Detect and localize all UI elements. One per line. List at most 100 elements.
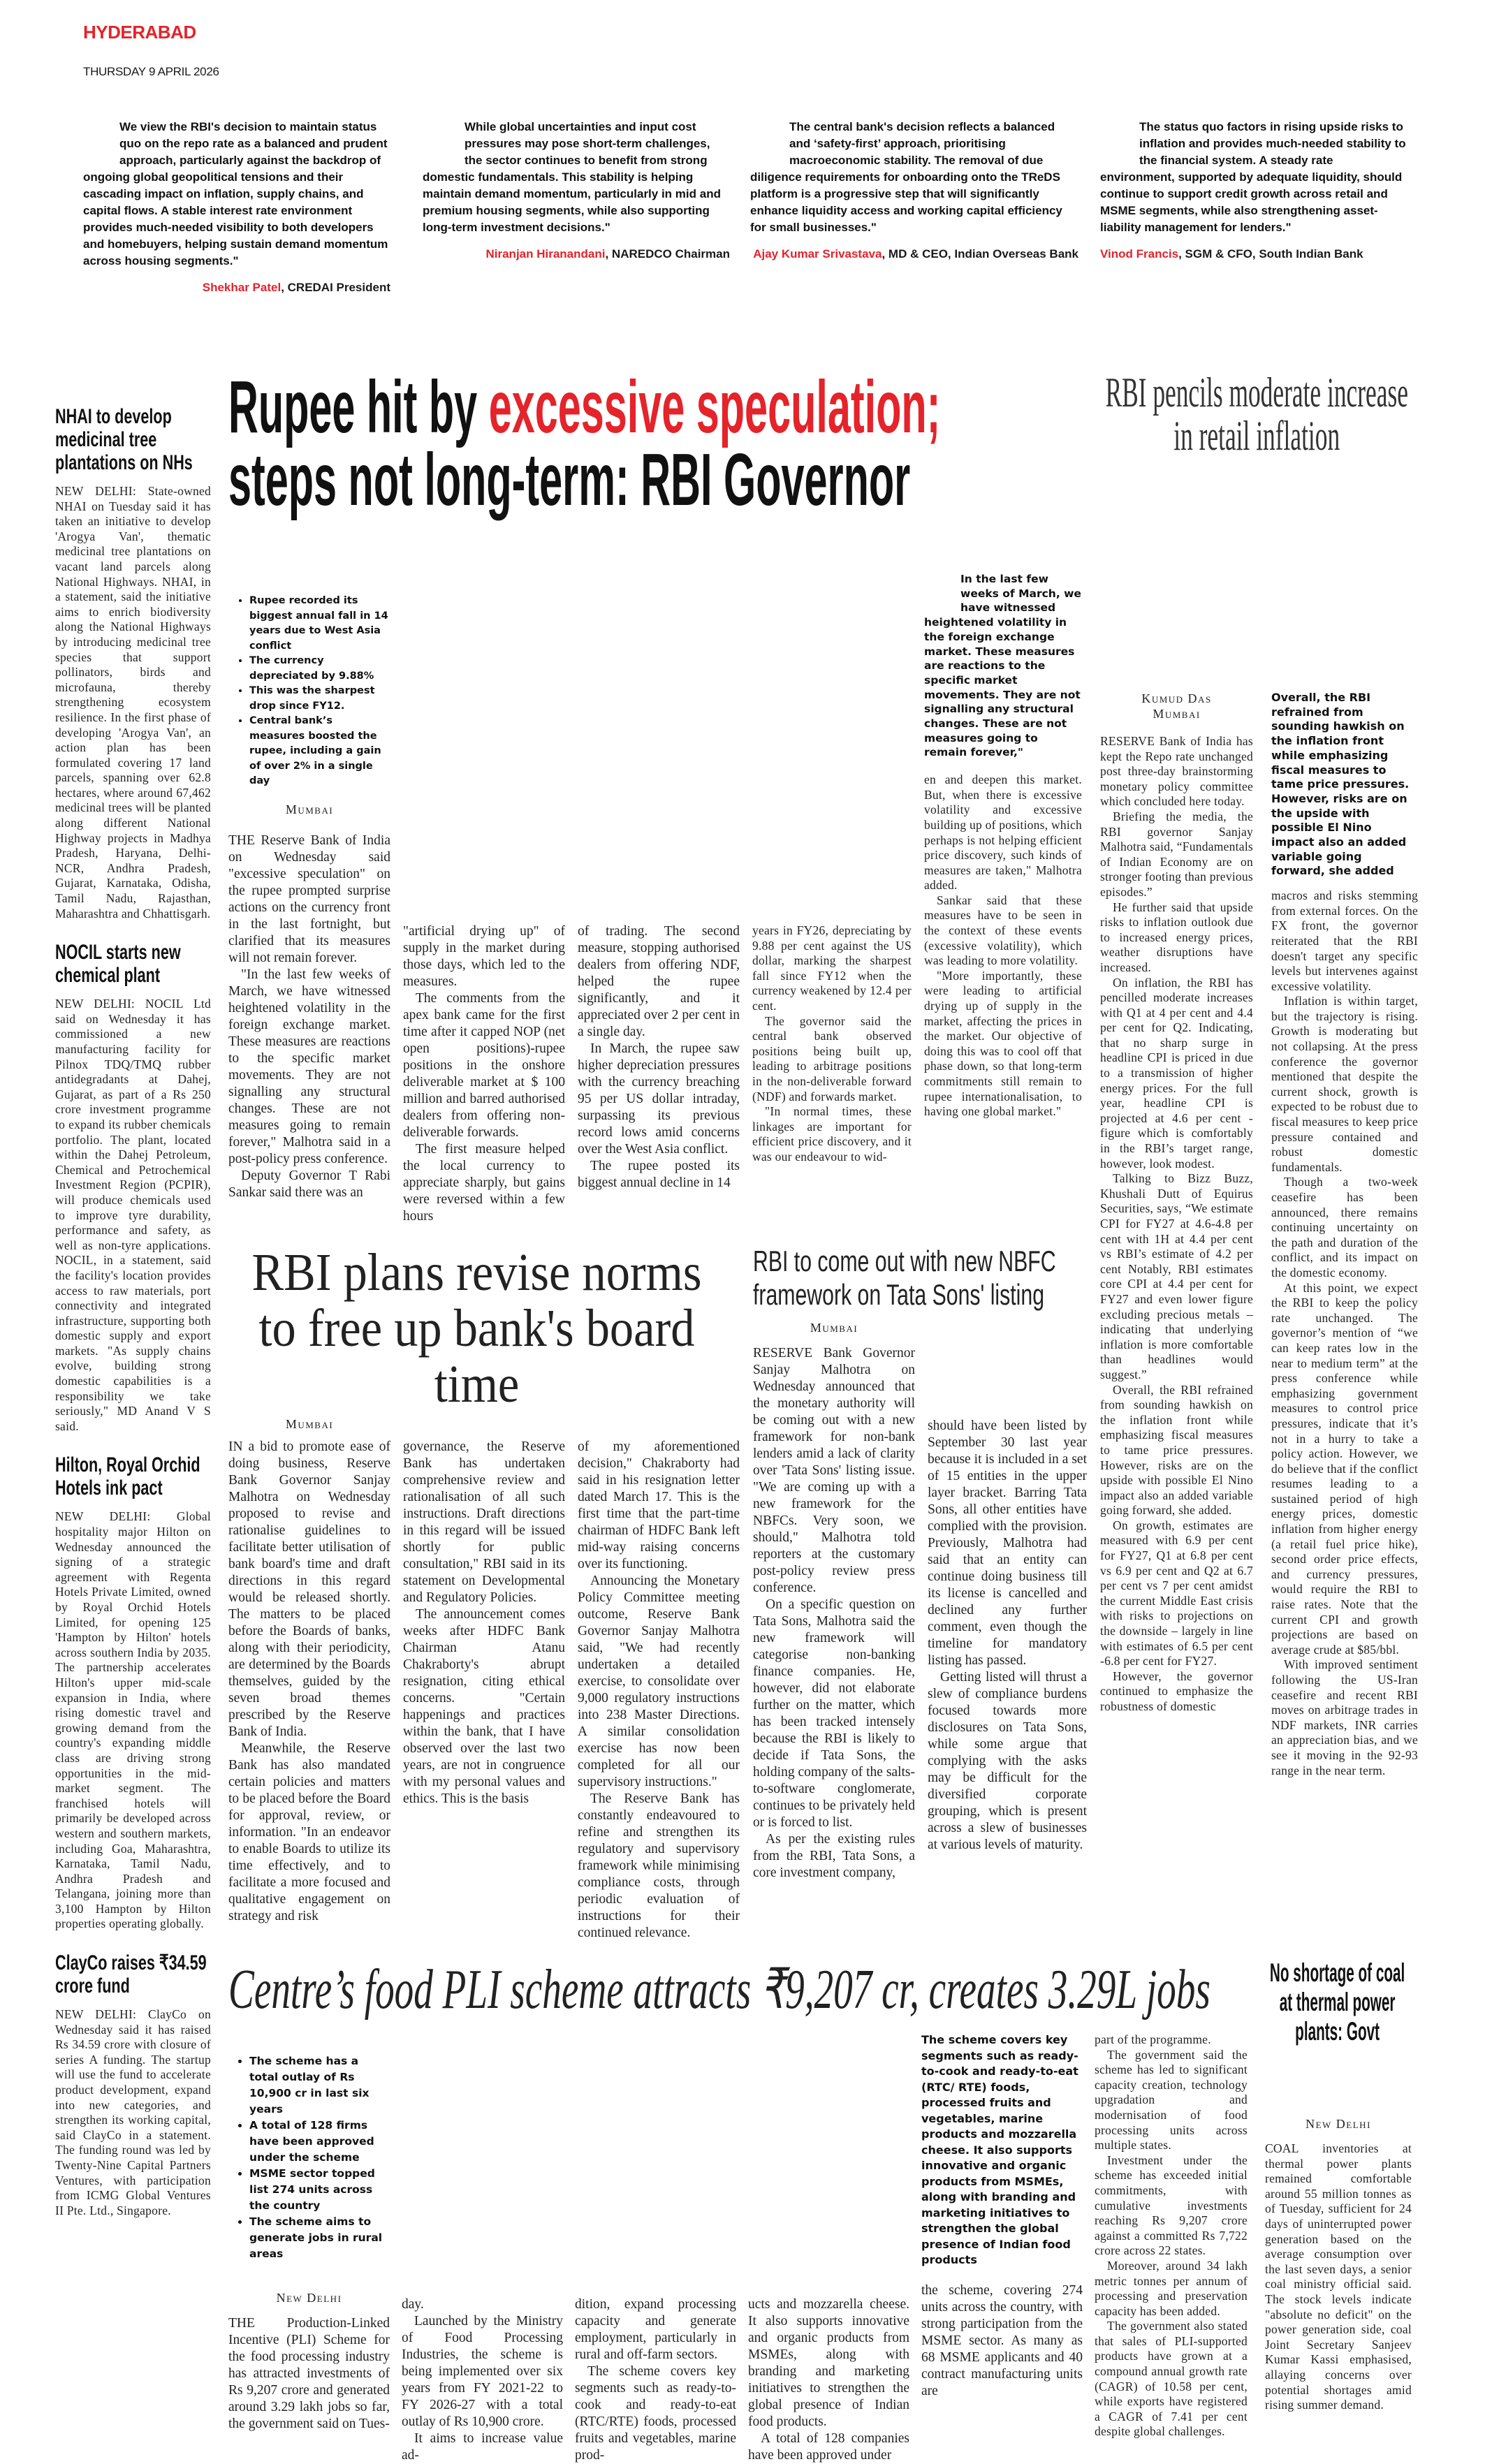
brief-item: NHAI to develop medicinal tree plantatio… [55,405,211,921]
paragraph: The government also stated that sales of… [1095,2319,1248,2439]
pli-story: Centre’s food PLI scheme attracts ₹9,207… [228,1958,1248,2464]
article-column: RESERVE Bank Governor Sanjay Malhotra on… [753,1345,915,1882]
article-column: of trading. The second measure, stopping… [578,923,740,1191]
inflation-headline: RBI pencils moderate increase in retail … [1105,369,1408,459]
quote-attribution-3: Ajay Kumar Srivastava, MD & CEO, Indian … [750,246,1078,263]
pli-headline: Centre’s food PLI scheme attracts ₹9,207… [228,1959,1211,2021]
article-column: THE Production-Linked Incentive (PLI) Sc… [228,2315,390,2433]
paragraph: THE Reserve Bank of India on Wednesday s… [228,833,390,965]
paragraph: macros and risks stemming from external … [1271,888,1418,993]
brief-item: Hilton, Royal Orchid Hotels ink pact NEW… [55,1453,211,1932]
paragraph: Getting listed will thrust a slew of com… [928,1670,1087,1852]
paragraph: Moreover, around 34 lakh metric tonnes p… [1095,2258,1248,2318]
quotes-row: We view the RBI's decision to maintain s… [83,119,1492,360]
paragraph: At this point, we expect the RBI to keep… [1271,1280,1418,1657]
paragraph: The government said the scheme has led t… [1095,2047,1248,2153]
quote-text: The central bank's decision reflects a b… [750,120,1062,234]
brief-headline: ClayCo raises ₹34.59 crore fund [55,1951,207,1998]
paragraph: part of the programme. [1095,2032,1211,2046]
article-column: of my aforementioned decision," Chakrabo… [578,1439,740,1942]
quote-name: Niranjan Hiranandani [485,247,606,261]
paragraph: NEW DELHI: State-owned NHAI on Tuesday s… [55,484,211,921]
paragraph: Though a two-week ceasefire has been ann… [1271,1175,1418,1279]
paragraph: Inflation is within target, but the traj… [1271,994,1418,1174]
highlight-bullet: The scheme aims to generate jobs in rura… [249,2214,390,2262]
paragraph: Talking to Bizz Buzz, Khushali Dutt of E… [1100,1171,1253,1381]
edition-city: HYDERABAD [83,22,196,43]
dateline: New Delhi [1306,2117,1371,2131]
paragraph: However, the governor continued to empha… [1100,1669,1253,1713]
brief-item: ClayCo raises ₹34.59 crore fund NEW DELH… [55,1951,211,2218]
brief-body: NEW DELHI: State-owned NHAI on Tuesday s… [55,484,211,921]
quote-role: , MD & CEO, Indian Overseas Bank [882,247,1078,261]
headline-text: steps not long-term: RBI Governor [228,439,911,521]
pull-quote: The scheme covers key segments such as r… [921,2033,1078,2266]
rupee-story: Rupee recorded its biggest annual fall i… [228,572,1088,1225]
paragraph: With improved sentiment following the US… [1271,1657,1418,1777]
article-column: IN a bid to promote ease of doing busine… [228,1439,390,1925]
brief-body: NEW DELHI: Global hospitality major Hilt… [55,1509,211,1932]
paragraph: RESERVE Bank of India has kept the Repo … [1100,734,1253,809]
briefs-column: NHAI to develop medicinal tree plantatio… [55,371,211,2238]
quote-block-2: While global uncertainties and input cos… [423,119,730,263]
quote-block-1: We view the RBI's decision to maintain s… [83,119,390,296]
brief-item: NOCIL starts new chemical plant NEW DELH… [55,941,211,1434]
paragraph: Sankar said that these measures have to … [924,893,1082,968]
paragraph: NEW DELHI: NOCIL Ltd said on Wednesday i… [55,997,211,1433]
highlight-bullet: Rupee recorded its biggest annual fall i… [249,594,390,654]
edition-date: THURSDAY 9 APRIL 2026 [83,65,219,78]
paragraph: RESERVE Bank Governor Sanjay Malhotra on… [753,1346,915,1595]
paragraph: NEW DELHI: Global hospitality major Hilt… [55,1509,211,1931]
paragraph: ucts and mozzarella cheese. It also supp… [748,2297,909,2429]
paragraph: In March, the rupee saw higher depreciat… [578,1041,740,1157]
article-column: THE Reserve Bank of India on Wednesday s… [228,833,390,1201]
headline-text: Rupee hit by [228,366,489,448]
paragraph: the scheme, covering 274 units across th… [921,2282,1083,2398]
dateline: Mumbai [285,1417,334,1431]
paragraph: THE Production-Linked Incentive (PLI) Sc… [228,2316,390,2431]
paragraph: years in FY26, depreciating by 9.88 per … [752,923,912,1013]
paragraph: "In normal times, these linkages are imp… [752,1104,912,1164]
lead-headline: Rupee hit by excessive speculation;steps… [228,370,1081,517]
article-column: part of the programme.The government sai… [1095,2032,1248,2440]
paragraph: should have been listed by September 30 … [928,1418,1087,1668]
paragraph: dition, expand processing capacity and g… [575,2297,736,2362]
article-column: should have been listed by September 30 … [928,1418,1087,1854]
paragraph: On growth, estimates are measured with 6… [1100,1518,1253,1669]
headline-highlight: excessive speculation; [488,366,941,448]
article-column: "artificial drying up" of supply in the … [403,923,565,1225]
rupee-highlights: Rupee recorded its biggest annual fall i… [228,594,390,789]
quote-role: , CREDAI President [281,281,390,294]
paragraph: "artificial drying up" of supply in the … [403,924,565,989]
board-story: RBI plans revise norms to free up bank's… [228,1245,740,1942]
quote-text: While global uncertainties and input cos… [423,120,721,234]
paragraph: On inflation, the RBI has pencilled mode… [1100,975,1253,1171]
highlight-bullet: The scheme has a total outlay of Rs 10,9… [249,2053,390,2118]
coal-headline: No shortage of coal at thermal power pla… [1269,1958,1405,2046]
article-column: years in FY26, depreciating by 9.88 per … [752,923,912,1165]
coal-story: No shortage of coal at thermal power pla… [1265,1958,1412,2413]
paragraph: of trading. The second measure, stopping… [578,924,740,1039]
paragraph: Announcing the Monetary Policy Committee… [578,1574,740,1789]
paragraph: It aims to increase value ad- [402,2431,563,2463]
paragraph: The announcement comes weeks after HDFC … [403,1607,565,1806]
dateline: Mumbai [810,1321,858,1335]
dateline: New Delhi [276,2291,342,2305]
paragraph: governance, the Reserve Bank has underta… [403,1439,565,1605]
article-column: day.Launched by the Ministry of Food Pro… [402,2296,563,2464]
paragraph: He further said that upside risks to inf… [1100,900,1253,974]
paragraph: The comments from the apex bank came for… [403,991,565,1140]
main-row: NHAI to develop medicinal tree plantatio… [0,369,1492,2464]
paragraph: "In the last few weeks of March, we have… [228,967,390,1166]
article-column: governance, the Reserve Bank has underta… [403,1439,565,1807]
quote-name: Ajay Kumar Srivastava [753,247,882,261]
quote-text: We view the RBI's decision to maintain s… [83,120,388,267]
paragraph: Investment under the scheme has exceeded… [1095,2153,1248,2258]
paragraph: Overall, the RBI refrained from sounding… [1100,1382,1253,1518]
brief-body: NEW DELHI: ClayCo on Wednesday said it h… [55,2007,211,2218]
paragraph: "More importantly, these were leading to… [924,968,1082,1119]
paragraph: Deputy Governor T Rabi Sankar said there… [228,1168,390,1200]
article-column: RESERVE Bank of India has kept the Repo … [1100,734,1253,1715]
paragraph: As per the existing rules from the RBI, … [753,1832,915,1880]
